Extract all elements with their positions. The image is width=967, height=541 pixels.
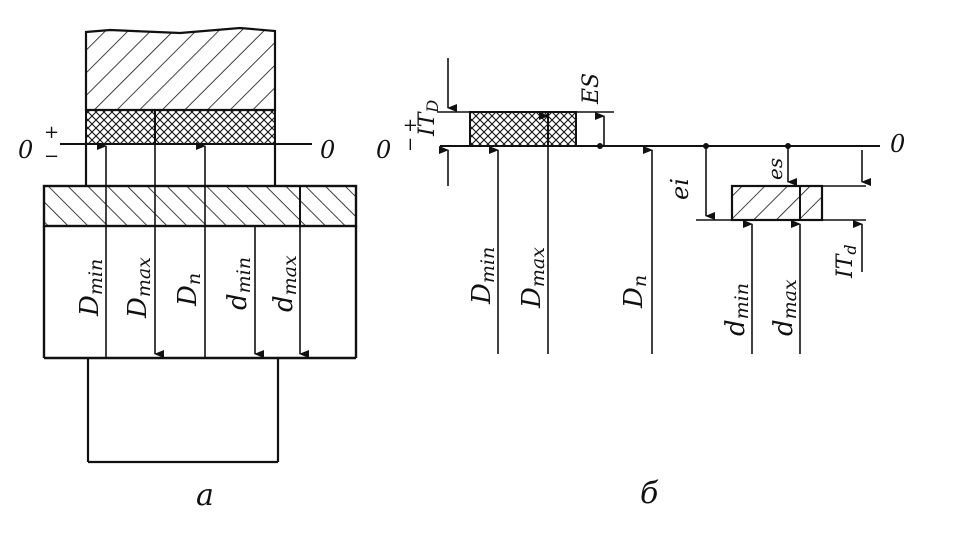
label-dmin-shaft-b: dmin <box>721 283 753 336</box>
hole-tolerance-zone <box>85 109 276 145</box>
pm-signs-right: −+ <box>400 118 421 152</box>
label-dmax-shaft: dmax <box>269 255 301 312</box>
plus-sign-left: + <box>44 122 59 143</box>
svg-text:es: es <box>763 158 787 180</box>
shaft-tolerance-band <box>42 184 358 228</box>
zero-label-right-start: 0 <box>376 136 391 164</box>
hole-tolerance-zone-b <box>469 111 577 147</box>
shaft-tolerance-zone-b <box>730 184 824 222</box>
label-itd-lower: ITd <box>833 244 860 279</box>
svg-text:dmax: dmax <box>769 279 801 336</box>
label-dn: Dп <box>173 273 205 307</box>
right-diagram: 0 0 −+ ITD ES ei es ITd Dmin Dmax Dп dmi… <box>376 58 905 511</box>
label-ei: ei <box>666 178 694 200</box>
svg-text:Dmax: Dmax <box>517 247 549 309</box>
zero-label-right-end: 0 <box>890 130 905 158</box>
svg-text:dmin: dmin <box>223 257 255 310</box>
label-dmax-b: Dmax <box>517 247 549 309</box>
label-es-upper: ES <box>579 73 604 105</box>
label-itd-upper: ITD <box>415 100 442 137</box>
label-dmin-shaft: dmin <box>223 257 255 310</box>
minus-sign-left: − <box>44 146 59 167</box>
svg-text:ITD: ITD <box>415 100 442 137</box>
svg-text:dmax: dmax <box>269 255 301 312</box>
label-dmin-hole: Dmin <box>75 259 107 317</box>
svg-text:ITd: ITd <box>833 244 860 279</box>
svg-text:Dп: Dп <box>173 273 205 307</box>
svg-text:−+: −+ <box>400 118 421 152</box>
zero-label-left: 0 <box>18 136 33 164</box>
label-dmax-hole: Dmax <box>123 257 155 319</box>
svg-text:Dп: Dп <box>619 275 651 309</box>
svg-text:Dmin: Dmin <box>467 247 499 305</box>
left-diagram: 0 + − 0 Dmin Dmax Dп dmin dmax а <box>18 26 358 513</box>
svg-text:dmin: dmin <box>721 283 753 336</box>
caption-b: б <box>640 476 659 511</box>
label-dmax-shaft-b: dmax <box>769 279 801 336</box>
label-dn-b: Dп <box>619 275 651 309</box>
caption-a: а <box>196 478 214 513</box>
label-dmin-b: Dmin <box>467 247 499 305</box>
svg-text:Dmax: Dmax <box>123 257 155 319</box>
svg-text:ei: ei <box>666 178 694 200</box>
svg-text:ES: ES <box>579 73 604 105</box>
hole-body <box>84 26 277 112</box>
label-es-lower: es <box>763 158 787 180</box>
svg-text:Dmin: Dmin <box>75 259 107 317</box>
zero-label-left-end: 0 <box>320 136 335 164</box>
